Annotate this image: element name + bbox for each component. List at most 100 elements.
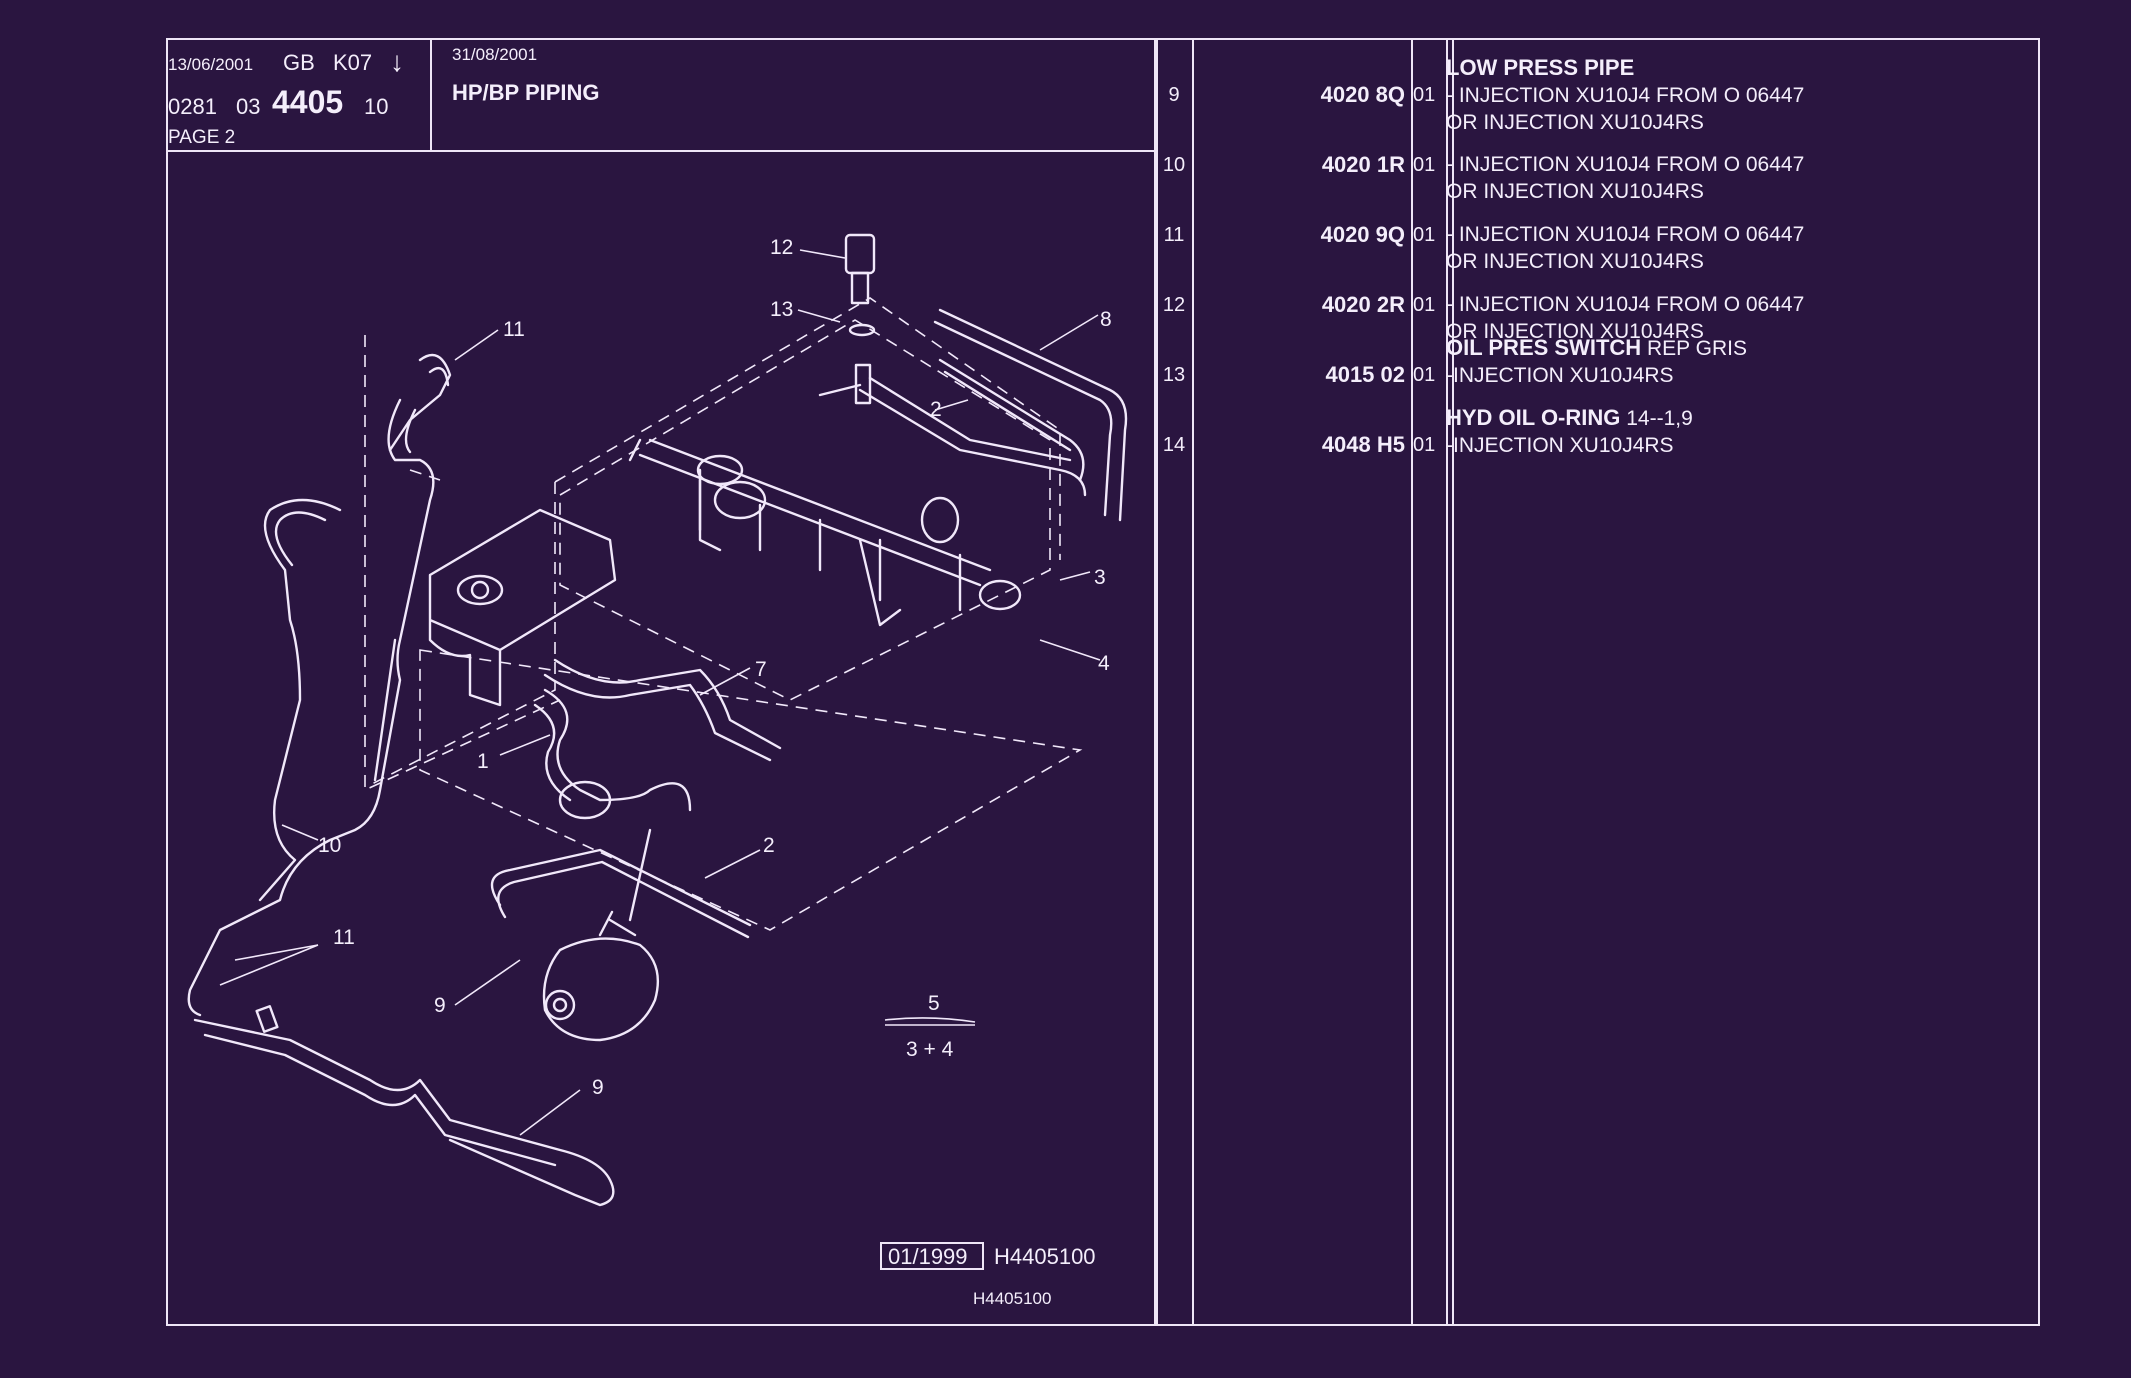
- assembly-outline: [369, 297, 1061, 786]
- callout-2-lower: 2: [763, 834, 775, 857]
- o-ring: [848, 323, 876, 337]
- part-variant: 01: [1413, 364, 1436, 386]
- part-number: 12: [1162, 294, 1186, 316]
- page-label: PAGE 2: [168, 127, 236, 148]
- bracket-outline: [364, 335, 561, 792]
- hose-1: [533, 688, 692, 812]
- part-reference[interactable]: 4020 8Q: [1320, 82, 1405, 107]
- part-reference[interactable]: 4020 2R: [1321, 292, 1405, 317]
- part-line-1: - INJECTION XU10J4 FROM O 06447: [1446, 293, 1805, 316]
- callout-7: 8: [1100, 308, 1112, 331]
- ratio-bottom: 3 + 4: [906, 1038, 954, 1061]
- rack-outline: [559, 319, 1051, 701]
- part-line-1: - INJECTION XU10J4 FROM O 06447: [1446, 223, 1805, 246]
- power-steering-pump: [542, 937, 659, 1042]
- part-title: OIL PRES SWITCH: [1446, 335, 1642, 360]
- part-variant: 01: [1413, 154, 1436, 176]
- callout-2-upper: 2: [930, 398, 942, 421]
- part-description: - INJECTION XU10J4 FROM O 06447 OR INJECT…: [1446, 194, 1804, 275]
- part-description: OIL PRES SWITCH REP GRIS -INJECTION XU10J…: [1446, 334, 1747, 389]
- part-reference[interactable]: 4020 9Q: [1320, 222, 1405, 247]
- part-line-2: OR INJECTION XU10J4RS: [1446, 250, 1704, 273]
- part-description: HYD OIL O-RING 14--1,9 -INJECTION XU10J4R…: [1446, 404, 1693, 459]
- lower-outline: [419, 649, 1083, 931]
- part-number: 10: [1162, 154, 1186, 176]
- part-line-2: OR INJECTION XU10J4RS: [1446, 111, 1704, 134]
- arrow-down-icon: ↓: [390, 46, 404, 77]
- language-code: GB: [283, 50, 315, 75]
- part-line-1: - INJECTION XU10J4 FROM O 06447: [1446, 153, 1805, 176]
- section-code: 03: [236, 94, 261, 119]
- part-variant: 01: [1413, 294, 1436, 316]
- plate-number: 4405: [272, 84, 344, 120]
- reservoir-cap: [456, 574, 504, 606]
- part-variant: 01: [1413, 434, 1436, 456]
- part-description: - INJECTION XU10J4 FROM O 06447 OR INJECT…: [1446, 264, 1804, 345]
- drawing-ref-small: H4405100: [973, 1289, 1052, 1308]
- hose-12: [388, 353, 452, 452]
- steering-rack: [638, 438, 992, 612]
- callout-12: 11: [503, 318, 525, 341]
- callout-10: 10: [318, 834, 341, 857]
- part-description: LOW PRESS PIPE - INJECTION XU10J4 FROM O …: [1446, 54, 1804, 136]
- part-title-spacer: [1446, 124, 1804, 151]
- callout-6: 7: [755, 658, 767, 681]
- part-line-1: -INJECTION XU10J4RS: [1446, 364, 1674, 387]
- part-reference[interactable]: 4015 02: [1325, 362, 1405, 387]
- group-code: 0281: [168, 94, 217, 119]
- date-box-text: 01/1999: [888, 1244, 968, 1269]
- part-title-spacer: [1446, 264, 1804, 291]
- pipe-2-upper: [858, 376, 1087, 497]
- col-divider-ref: [1411, 38, 1413, 1326]
- col-divider-num: [1192, 38, 1194, 1326]
- callout-13: 12: [770, 236, 793, 259]
- part-title: LOW PRESS PIPE: [1446, 55, 1635, 80]
- date-box: [880, 1242, 984, 1270]
- col-divider-var: [1446, 38, 1448, 1326]
- part-line-2: OR INJECTION XU10J4RS: [1446, 320, 1704, 343]
- part-number: 13: [1162, 364, 1186, 386]
- hose-10: [187, 398, 435, 1017]
- callout-11: 11: [333, 926, 355, 949]
- hose-6: [543, 658, 782, 762]
- callout-3: 3: [1094, 566, 1106, 589]
- plate-suffix: 10: [364, 94, 389, 119]
- part-description: - INJECTION XU10J4 FROM O 06447 OR INJECT…: [1446, 124, 1804, 205]
- part-reference[interactable]: 4020 1R: [1321, 152, 1405, 177]
- part-line-1: - INJECTION XU10J4 FROM O 06447: [1446, 84, 1805, 107]
- part-title-spacer: [1446, 194, 1804, 221]
- part-reference[interactable]: 4048 H5: [1321, 432, 1405, 457]
- part-number: 11: [1163, 224, 1185, 246]
- diagram-frame: [166, 38, 1156, 1326]
- callout-8: 9: [434, 994, 446, 1017]
- callout-1: 1: [477, 750, 489, 773]
- callout-14: 13: [770, 298, 793, 321]
- drawing-ref: H4405100: [994, 1244, 1096, 1269]
- part-variant: 01: [1413, 84, 1436, 106]
- part-variant: 01: [1413, 224, 1436, 246]
- hose-left: [258, 498, 342, 902]
- pipe-2-lower: [490, 848, 752, 939]
- model-code: K07: [333, 50, 373, 75]
- part-number: 14: [1162, 434, 1186, 456]
- part-title-extra: 14--1,9: [1620, 407, 1693, 430]
- part-title-extra: REP GRIS: [1641, 337, 1747, 360]
- part-line-1: -INJECTION XU10J4RS: [1446, 434, 1674, 457]
- parts-list-frame: [1156, 38, 2040, 1326]
- page-title: HP/BP PIPING: [452, 80, 600, 105]
- edit-date: 31/08/2001: [452, 45, 538, 64]
- part-title: HYD OIL O-RING: [1446, 405, 1621, 430]
- callout-9: 9: [592, 1076, 604, 1099]
- callout-5: 5: [928, 992, 940, 1015]
- reservoir: [428, 508, 617, 707]
- pipe-9: [193, 1018, 615, 1207]
- callout-4: 4: [1098, 652, 1110, 675]
- part-line-2: OR INJECTION XU10J4RS: [1446, 180, 1704, 203]
- pipe-7: [933, 308, 1128, 522]
- oil-pressure-switch: [844, 233, 876, 275]
- col-divider-desc: [1452, 38, 1454, 1326]
- header-divider: [166, 150, 1156, 152]
- header-split: [430, 38, 432, 150]
- print-date: 13/06/2001: [168, 55, 254, 74]
